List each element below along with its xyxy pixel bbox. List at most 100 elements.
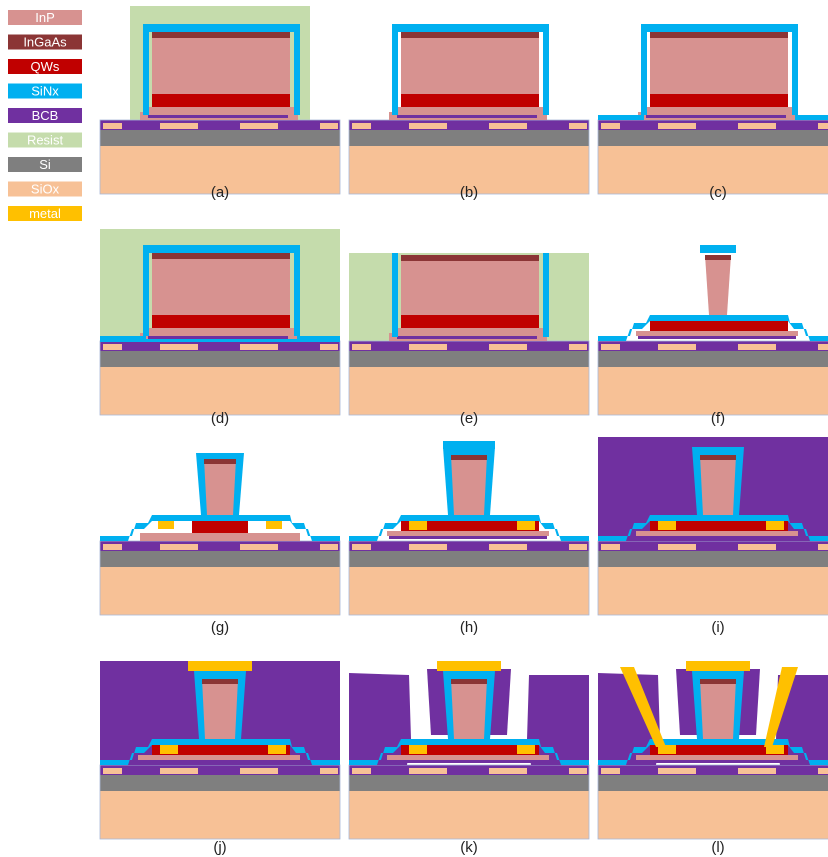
siox-layer — [100, 367, 340, 415]
panel-a: (a) — [99, 6, 341, 201]
sinx-layer — [598, 315, 828, 341]
legend-item-si: Si — [8, 157, 82, 172]
metal-layer — [409, 745, 427, 754]
legend-item-metal: metal — [8, 206, 82, 221]
qws-layer — [401, 94, 539, 107]
bcb-layer — [389, 536, 547, 539]
si-layer — [349, 551, 589, 567]
siox-layer — [349, 146, 589, 194]
panel-l: (l) — [597, 661, 828, 856]
bcb-layer — [638, 760, 796, 763]
si-layer — [100, 775, 340, 791]
siox-layer — [409, 768, 447, 774]
bcb-layer — [140, 760, 298, 763]
bcb-layer — [598, 765, 828, 775]
inp-layer — [636, 755, 798, 760]
panel-j: (j) — [99, 661, 341, 856]
bcb-layer — [349, 120, 589, 130]
siox-layer — [598, 367, 828, 415]
inp-layer — [204, 459, 236, 515]
metal-layer — [658, 745, 676, 754]
legend-swatch — [8, 34, 82, 50]
siox-layer — [100, 791, 340, 839]
inp-layer — [140, 533, 300, 541]
siox-layer — [738, 344, 776, 350]
panel-caption: (e) — [460, 410, 478, 427]
legend-item-resist: Resist — [8, 132, 82, 148]
siox-layer — [489, 768, 527, 774]
qws-layer — [152, 94, 290, 107]
panel-caption: (c) — [709, 184, 727, 201]
siox-layer — [240, 123, 278, 129]
bcb-layer — [598, 120, 828, 130]
inp-layer — [152, 253, 290, 317]
inp-layer — [700, 679, 736, 739]
inp-layer — [451, 679, 487, 739]
sinx-layer — [200, 453, 240, 459]
siox-layer — [103, 544, 122, 550]
legend-swatch — [8, 83, 82, 99]
inp-layer — [636, 531, 798, 536]
panel-caption: (h) — [460, 619, 478, 636]
siox-layer — [160, 344, 198, 350]
inp-layer — [700, 455, 736, 515]
siox-layer — [352, 768, 371, 774]
siox-layer — [160, 123, 198, 129]
panel-caption: (l) — [711, 839, 724, 856]
metal-layer — [160, 745, 178, 754]
panel-caption: (k) — [460, 839, 478, 856]
qws-layer — [152, 315, 290, 328]
siox-layer — [240, 544, 278, 550]
metal-layer — [158, 521, 174, 529]
metal-layer — [409, 521, 427, 530]
siox-layer — [409, 544, 447, 550]
legend-label: SiNx — [31, 84, 59, 99]
siox-layer — [658, 123, 696, 129]
panel-caption: (a) — [211, 184, 229, 201]
bcb-layer — [389, 760, 547, 763]
inp-layer — [644, 107, 794, 112]
legend-swatch — [8, 157, 82, 172]
inp-layer — [387, 531, 549, 536]
inp-layer — [705, 255, 731, 315]
siox-layer — [320, 768, 338, 774]
legend-item-siox: SiOx — [8, 181, 82, 197]
siox-layer — [601, 123, 620, 129]
bcb-layer — [349, 341, 589, 351]
ingaas-layer — [401, 32, 539, 38]
siox-layer — [569, 544, 587, 550]
ingaas-layer — [705, 255, 731, 260]
si-layer — [598, 775, 828, 791]
siox-layer — [489, 344, 527, 350]
ingaas-layer — [204, 459, 236, 464]
metal-layer — [268, 745, 286, 754]
ingaas-layer — [451, 679, 487, 684]
siox-layer — [103, 123, 122, 129]
bcb-layer — [598, 341, 828, 351]
metal-layer — [620, 667, 666, 747]
metal-layer — [764, 667, 798, 747]
metal-layer — [437, 661, 501, 671]
bcb-layer — [638, 336, 796, 339]
sinx-layer — [392, 253, 398, 337]
sinx-layer — [443, 441, 495, 449]
si-layer — [598, 130, 828, 146]
qws-layer — [401, 315, 539, 328]
legend-swatch — [8, 206, 82, 221]
ingaas-layer — [152, 32, 290, 38]
sinx-layer — [297, 336, 340, 341]
bcb-layer — [598, 541, 828, 551]
si-layer — [100, 351, 340, 367]
panel-caption: (i) — [711, 619, 724, 636]
ingaas-layer — [152, 253, 290, 259]
siox-layer — [569, 123, 587, 129]
legend-swatch — [8, 10, 82, 25]
ingaas-layer — [700, 679, 736, 684]
siox-layer — [598, 791, 828, 839]
panel-k: (k) — [348, 661, 590, 856]
siox-layer — [818, 123, 828, 129]
panel-caption: (b) — [460, 184, 478, 201]
siox-layer — [601, 344, 620, 350]
legend-label: Resist — [27, 133, 64, 148]
